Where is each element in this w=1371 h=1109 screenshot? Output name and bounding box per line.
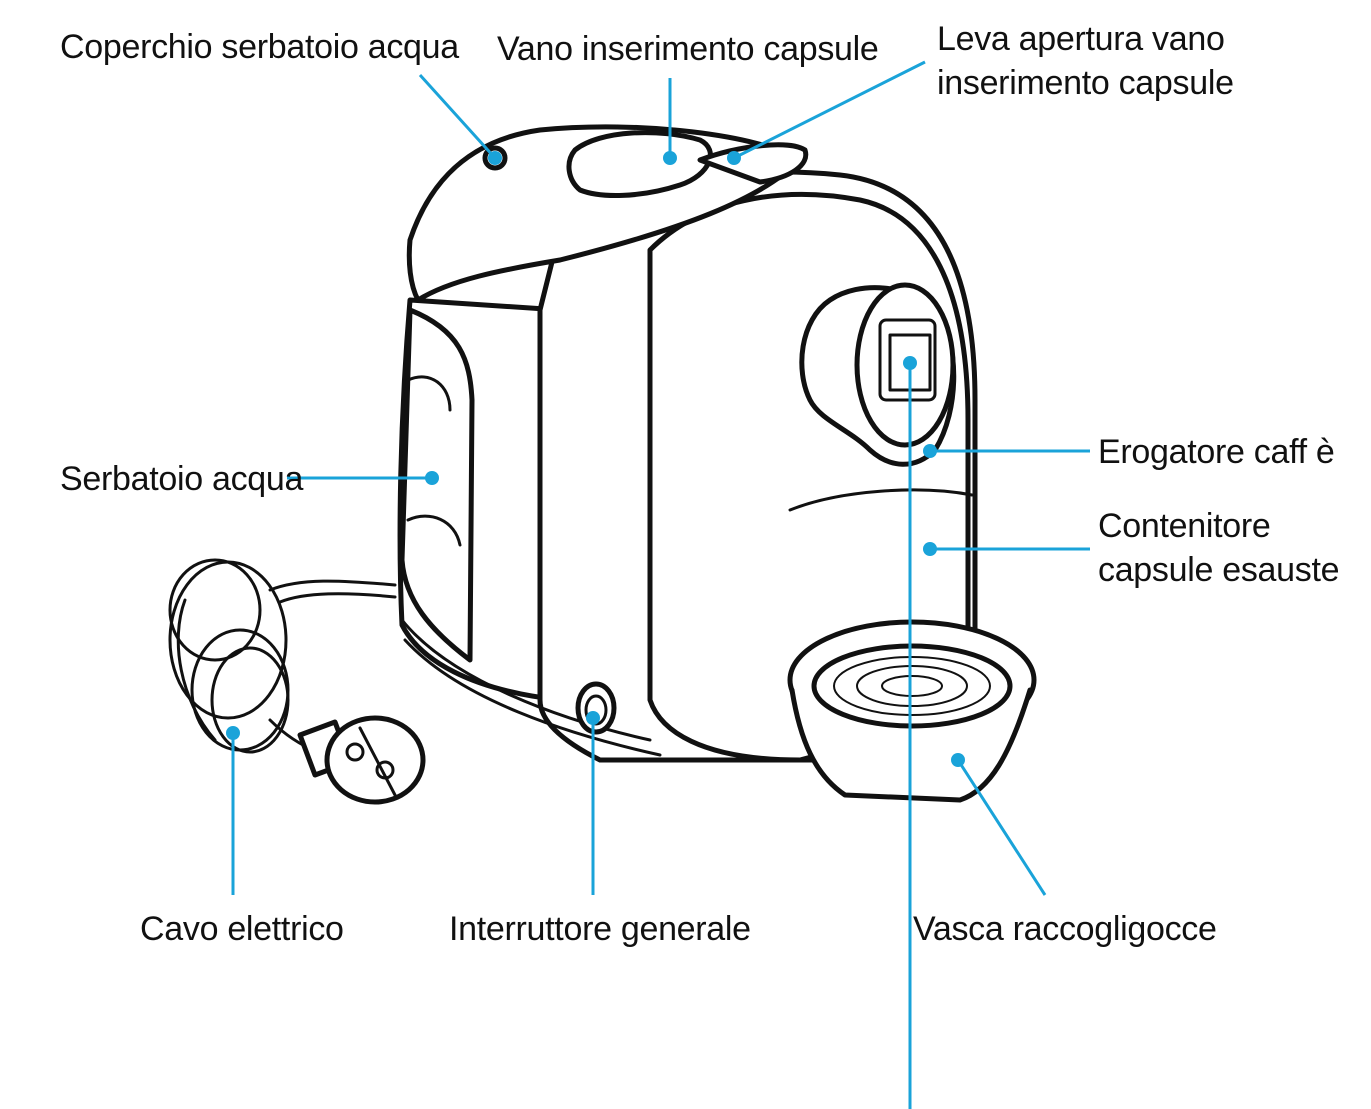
dot-water-tank-lid: [488, 151, 502, 165]
labels: Coperchio serbatoio acqua Vano inserimen…: [60, 20, 1340, 948]
label-used-capsule-line1: Contenitore: [1098, 507, 1270, 545]
leader-lever: [733, 60, 926, 160]
label-lever-line2: inserimento capsule: [937, 64, 1234, 102]
dot-lever: [727, 151, 741, 165]
coffee-machine-illustration: [168, 124, 1037, 805]
power-cord-drawing: [168, 558, 397, 754]
label-lever-line1: Leva apertura vano: [937, 20, 1225, 58]
label-power-cord: Cavo elettrico: [140, 910, 344, 948]
label-drip-tray: Vasca raccogligocce: [913, 910, 1217, 948]
label-used-capsule-line2: capsule esauste: [1098, 551, 1339, 589]
dot-power-cord: [226, 726, 240, 740]
drip-tray-drawing: [787, 619, 1037, 803]
water-tank-drawing: [397, 297, 563, 703]
plug-drawing: [297, 715, 426, 805]
label-capsule-compartment: Vano inserimento capsule: [497, 30, 879, 68]
dot-brew-head: [903, 356, 917, 370]
dot-main-switch: [586, 711, 600, 725]
label-water-tank-lid: Coperchio serbatoio acqua: [60, 28, 459, 66]
dot-used-capsule: [923, 542, 937, 556]
leader-lines: [226, 60, 1090, 1109]
dot-water-tank: [425, 471, 439, 485]
main-switch-drawing: [575, 681, 617, 735]
drip-grid: [833, 656, 991, 716]
dot-coffee-spout: [923, 444, 937, 458]
dot-drip-tray: [951, 753, 965, 767]
leader-water-tank-lid: [418, 73, 497, 160]
top-lid-drawing: [406, 124, 809, 303]
leader-drip-tray: [956, 759, 1047, 896]
dot-capsule-compartment: [663, 151, 677, 165]
label-water-tank: Serbatoio acqua: [60, 460, 304, 498]
label-main-switch: Interruttore generale: [449, 910, 751, 948]
label-coffee-spout: Erogatore caff è: [1098, 433, 1335, 471]
